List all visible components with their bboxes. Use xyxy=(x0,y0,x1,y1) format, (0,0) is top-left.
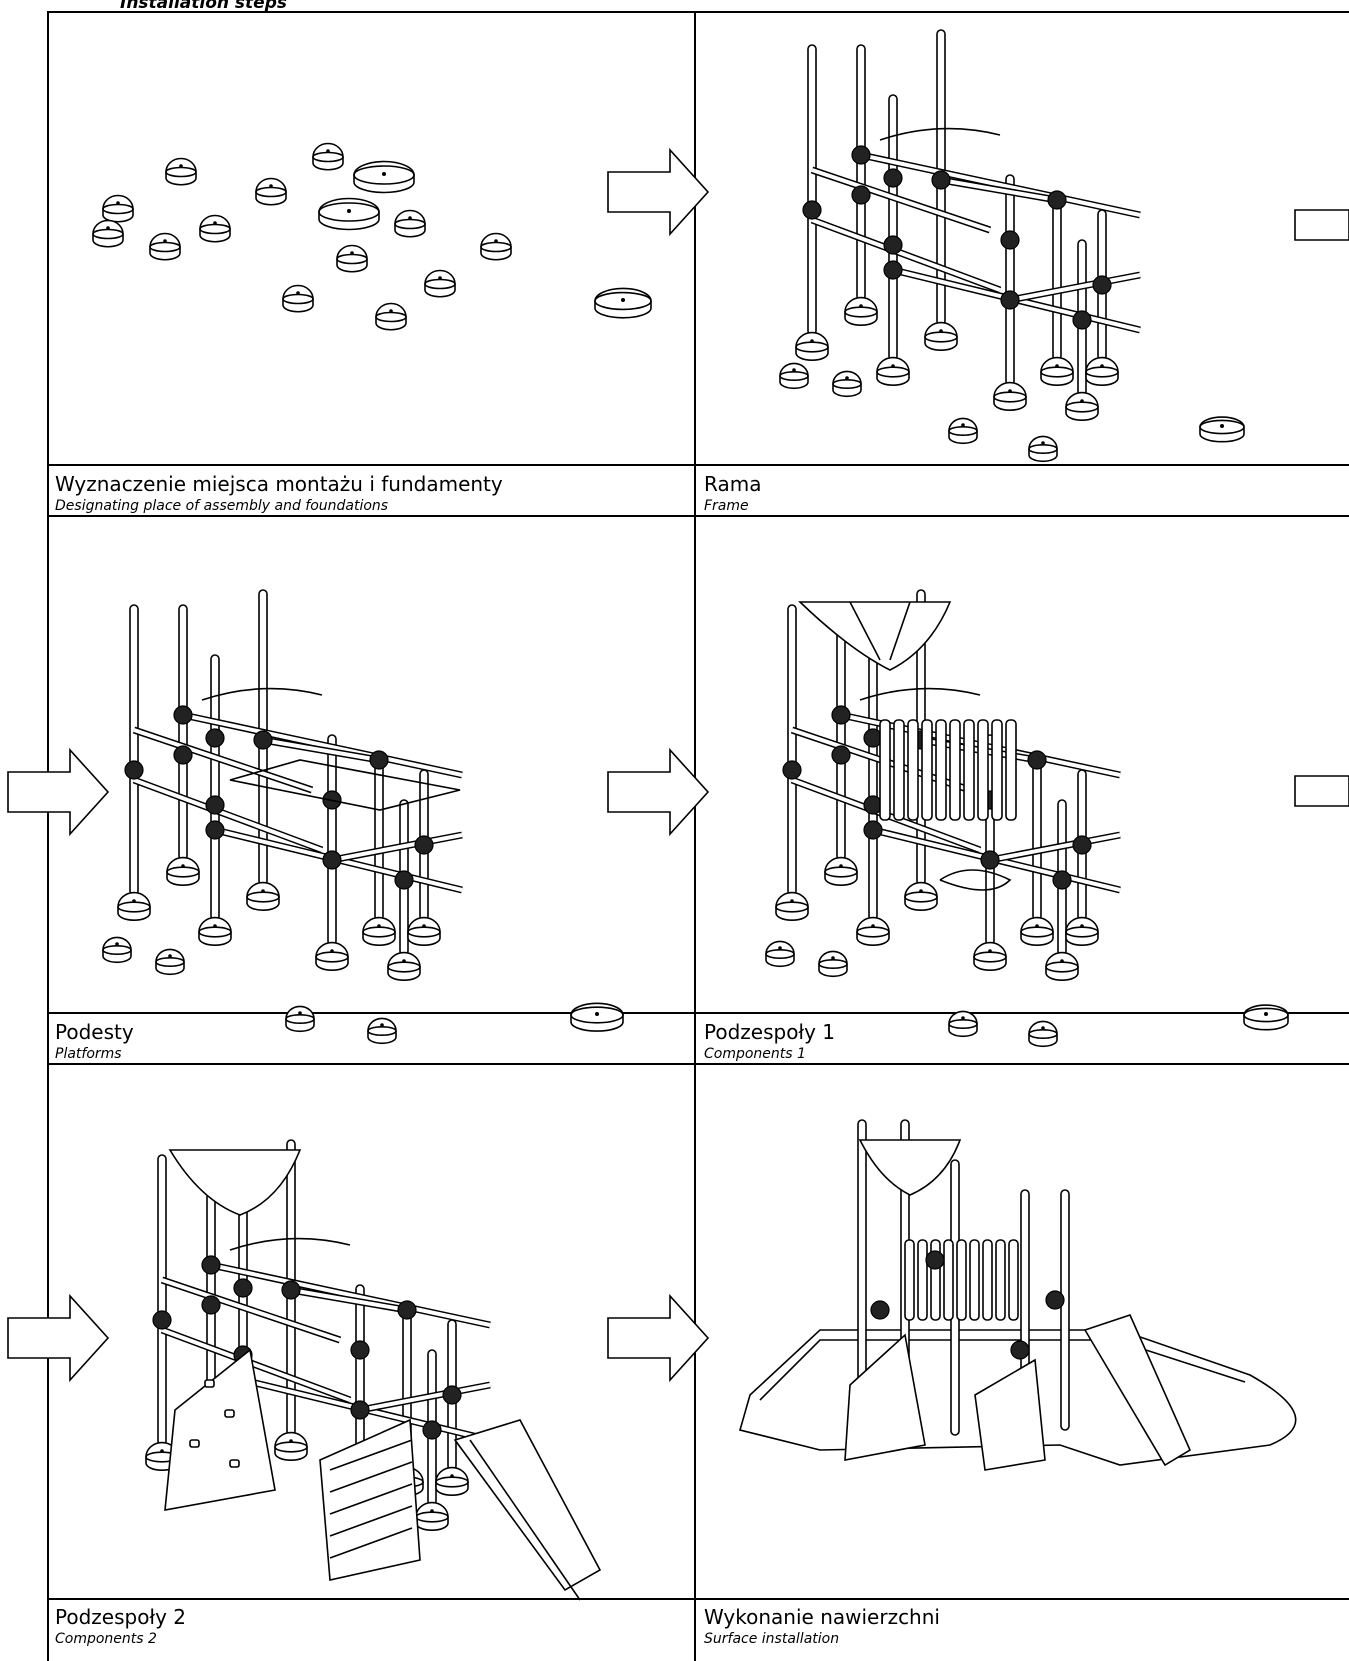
surface-drawing xyxy=(740,1120,1296,1470)
components-1-drawing xyxy=(766,590,1288,1046)
foundations-drawing xyxy=(93,144,651,330)
frame-drawing xyxy=(780,30,1244,461)
platforms-drawing xyxy=(103,590,623,1043)
components-2-drawing xyxy=(146,1140,600,1600)
